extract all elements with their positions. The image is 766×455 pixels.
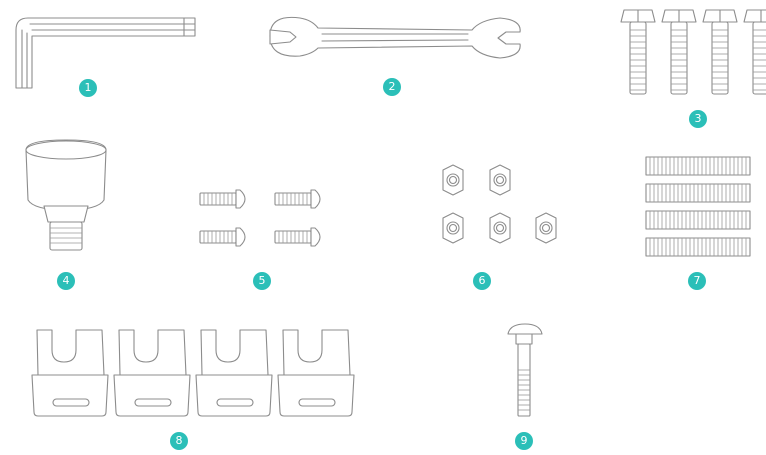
badge-7: 7 — [688, 272, 706, 290]
badge-9: 9 — [515, 432, 533, 450]
badge-8: 8 — [170, 432, 188, 450]
small-screws-icon — [199, 189, 321, 247]
knob-screw-icon — [25, 139, 107, 251]
slotted-brackets-icon — [31, 329, 355, 417]
hex-nuts-icon — [442, 164, 557, 244]
badge-3: 3 — [689, 110, 707, 128]
badge-2: 2 — [383, 78, 401, 96]
badge-6: 6 — [473, 272, 491, 290]
hex-key-icon — [15, 17, 196, 89]
badge-1: 1 — [79, 79, 97, 97]
badge-5: 5 — [253, 272, 271, 290]
hex-bolts-icon — [620, 9, 766, 95]
badge-4: 4 — [57, 272, 75, 290]
carriage-bolt-icon — [507, 323, 543, 417]
threaded-rods-icon — [645, 156, 751, 257]
open-end-wrench-icon — [269, 16, 521, 59]
